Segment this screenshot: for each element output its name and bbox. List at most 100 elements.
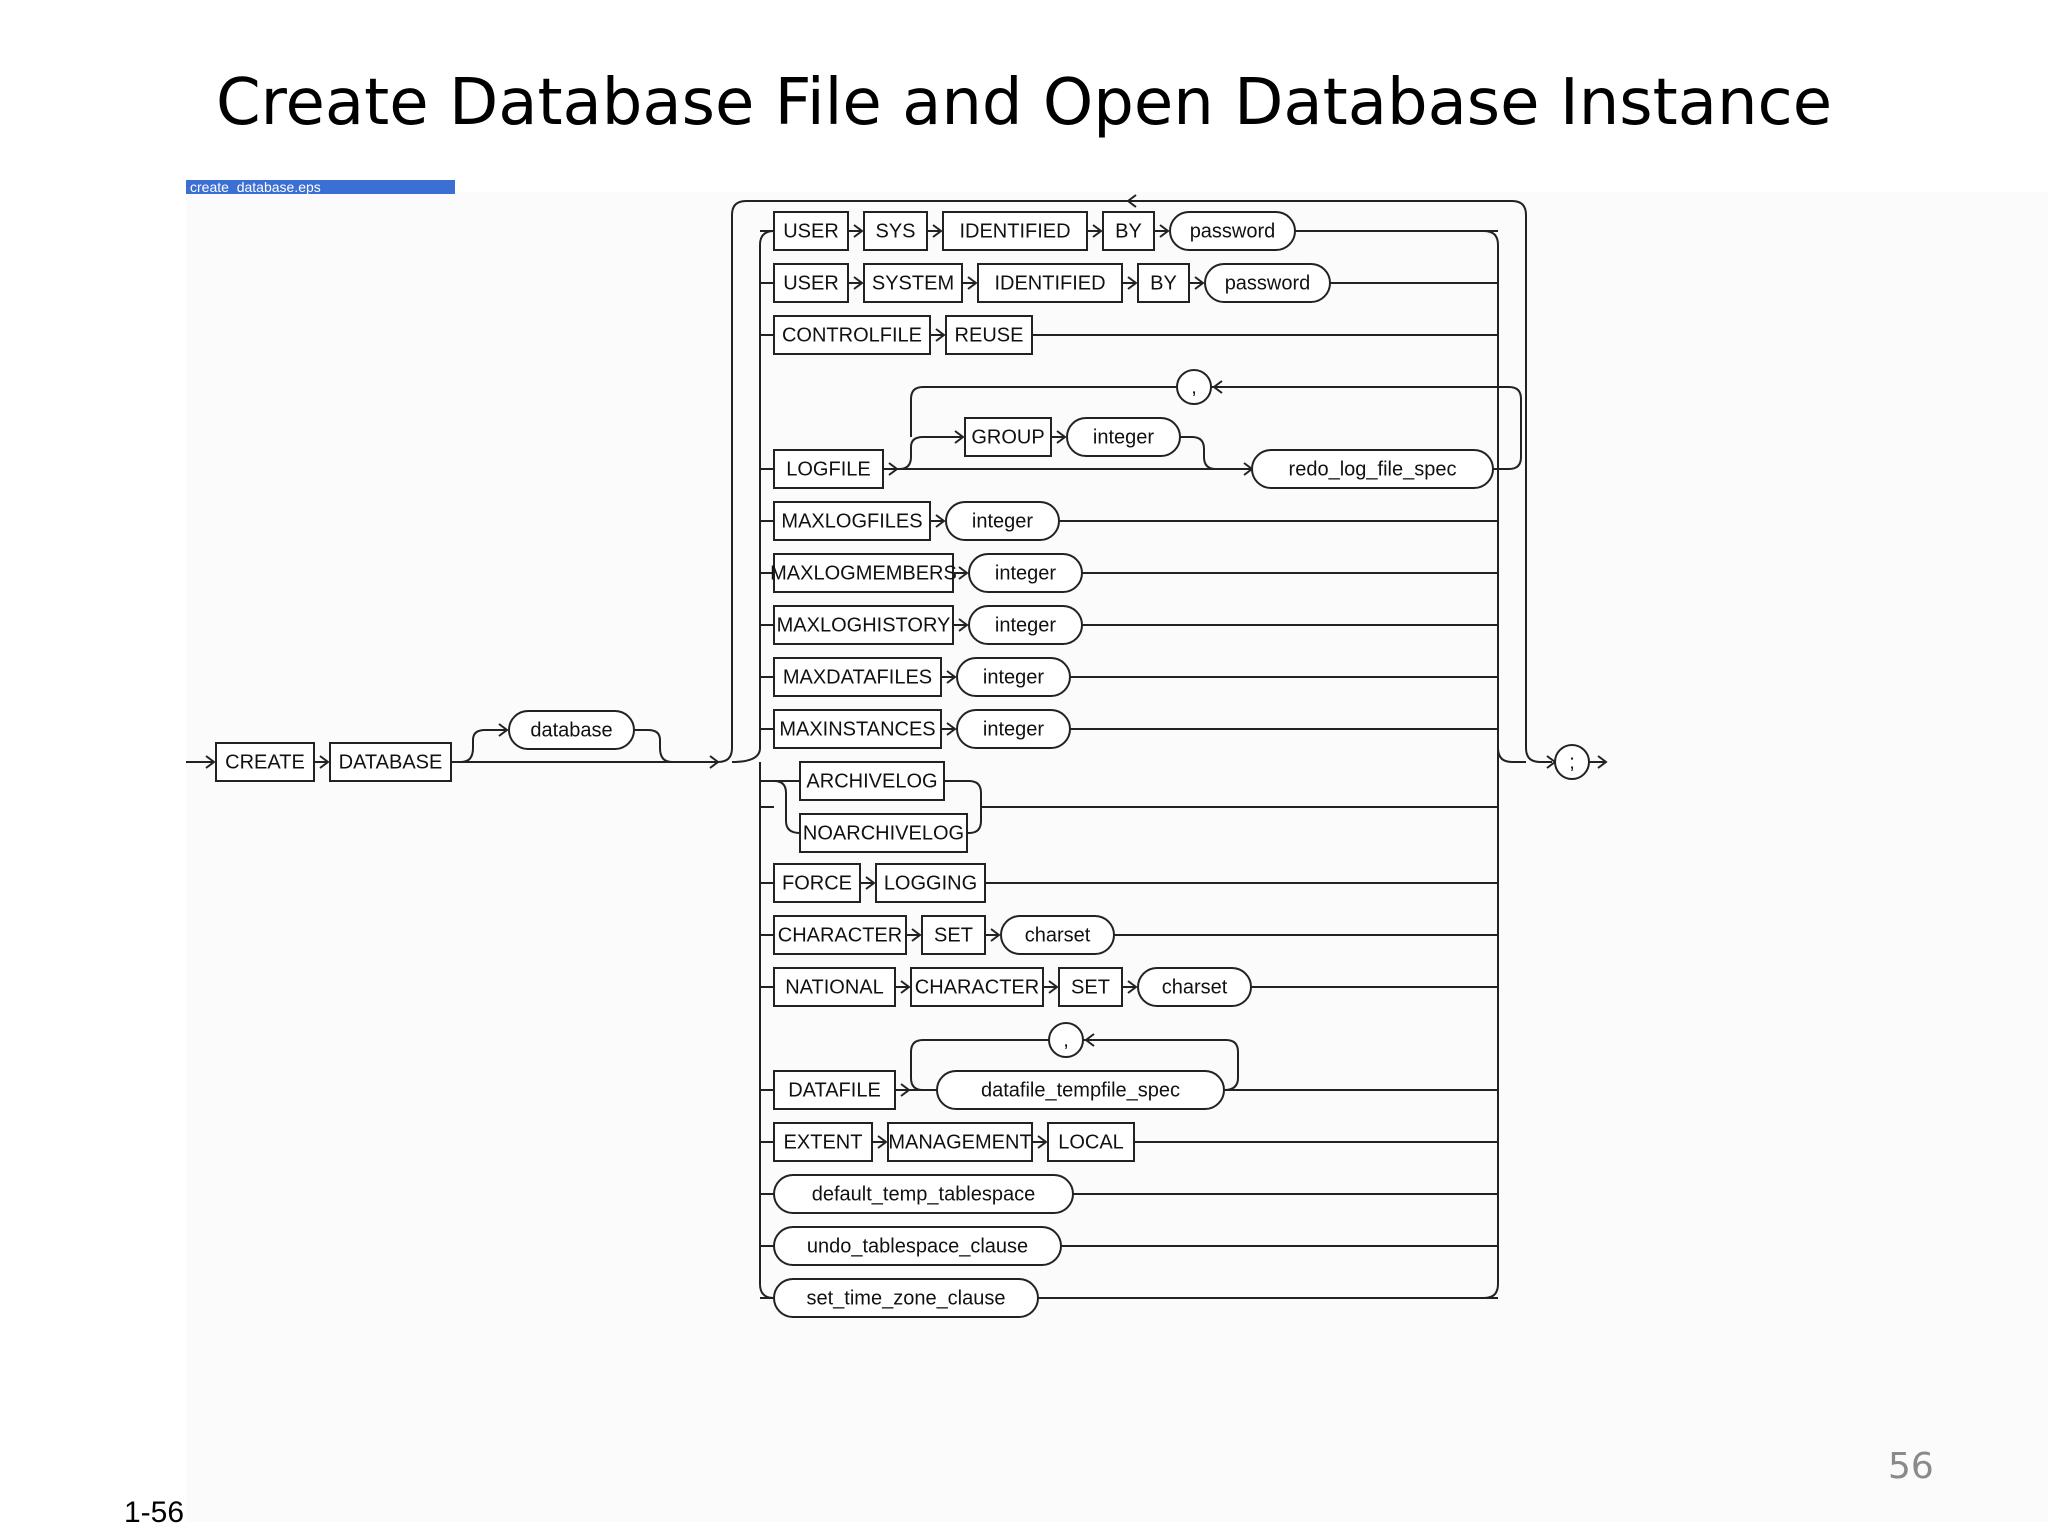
box-label: database [530, 719, 612, 741]
arrow-right-icon [935, 328, 946, 342]
slide-label: 1-56 [124, 1496, 185, 1529]
box-label: NOARCHIVELOG [803, 822, 964, 844]
box-label: CREATE [225, 751, 305, 773]
rail-line [898, 436, 963, 470]
parameter-set-time-zone-clause: set_time_zone_clause [773, 1278, 1039, 1318]
arrow-right-icon [865, 876, 876, 890]
keyword-maxlogfiles: MAXLOGFILES [773, 501, 931, 541]
keyword-character: CHARACTER [773, 915, 907, 955]
box-label: SYS [875, 220, 915, 242]
arrow-right-icon [932, 224, 943, 238]
diagram-panel [186, 192, 2048, 1522]
parameter-integer: integer [1066, 417, 1181, 457]
box-label: charset [1025, 924, 1091, 946]
keyword-datafile: DATAFILE [773, 1070, 896, 1110]
rail-line [1211, 386, 1522, 470]
box-label: MANAGEMENT [888, 1131, 1031, 1153]
arrow-right-icon [900, 980, 911, 994]
keyword-identified: IDENTIFIED [942, 211, 1088, 251]
box-label: CONTROLFILE [782, 324, 922, 346]
box-label: MAXLOGFILES [781, 510, 922, 532]
box-label: GROUP [971, 426, 1044, 448]
rail-line [910, 1039, 1049, 1091]
box-label: MAXLOGHISTORY [777, 614, 951, 636]
keyword-maxloghistory: MAXLOGHISTORY [773, 605, 954, 645]
keyword-maxinstances: MAXINSTANCES [773, 709, 942, 749]
keyword-maxlogmembers: MAXLOGMEMBERS [770, 553, 957, 593]
arrow-right-icon [877, 1135, 888, 1149]
arrow-right-icon [1056, 430, 1067, 444]
keyword-logging: LOGGING [875, 863, 986, 903]
parameter-integer: integer [956, 709, 1071, 749]
parameter-integer: integer [968, 605, 1083, 645]
left-rail [759, 762, 775, 1299]
left-rail [731, 230, 775, 763]
page-number: 56 [1888, 1446, 1934, 1487]
parameter-datafile-tempfile-spec: datafile_tempfile_spec [936, 1070, 1225, 1110]
keyword-controlfile: CONTROLFILE [773, 315, 931, 355]
keyword-maxdatafiles: MAXDATAFILES [773, 657, 942, 697]
rail-line [773, 780, 801, 834]
arrow-left-icon [1084, 1033, 1095, 1047]
keyword-reuse: REUSE [945, 315, 1033, 355]
keyword-set: SET [921, 915, 986, 955]
box-label: SET [1071, 976, 1110, 998]
right-rail [1483, 230, 1499, 1299]
box-label: MAXDATAFILES [783, 666, 932, 688]
box-label: FORCE [782, 872, 852, 894]
keyword-by: BY [1137, 263, 1190, 303]
box-label: integer [995, 614, 1056, 636]
box-label: LOGGING [884, 872, 977, 894]
arrow-right-icon [319, 755, 330, 769]
keyword-sys: SYS [863, 211, 928, 251]
keyword-system: SYSTEM [863, 263, 963, 303]
parameter-charset: charset [1137, 967, 1252, 1007]
keyword-user: USER [773, 263, 849, 303]
arrow-right-icon [205, 755, 216, 769]
arrow-right-icon [1597, 755, 1608, 769]
arrow-right-icon [911, 928, 922, 942]
arrow-right-icon [946, 722, 957, 736]
box-label: ARCHIVELOG [806, 770, 937, 792]
parameter-integer: integer [968, 553, 1083, 593]
box-label: DATABASE [339, 751, 443, 773]
keyword-force: FORCE [773, 863, 861, 903]
keyword-extent: EXTENT [773, 1122, 873, 1162]
keyword-create: CREATE [215, 742, 315, 782]
box-label: SYSTEM [872, 272, 954, 294]
arrow-right-icon [853, 276, 864, 290]
box-label: MAXLOGMEMBERS [770, 562, 957, 584]
rail-line [460, 729, 507, 763]
box-label: BY [1150, 272, 1177, 294]
statement-terminator: ; [1554, 744, 1590, 780]
arrow-right-icon [1127, 980, 1138, 994]
box-label: LOCAL [1058, 1131, 1124, 1153]
arrow-right-icon [946, 670, 957, 684]
parameter-integer: integer [956, 657, 1071, 697]
box-label: integer [983, 666, 1044, 688]
arrow-right-icon [967, 276, 978, 290]
box-label: charset [1162, 976, 1228, 998]
rail-line [910, 386, 1177, 437]
symbol-label: , [1191, 376, 1197, 398]
box-label: CHARACTER [915, 976, 1039, 998]
box-label: LOGFILE [786, 458, 870, 480]
figure-header-strip: create_database.eps [186, 180, 455, 194]
box-label: datafile_tempfile_spec [981, 1079, 1180, 1101]
keyword-user: USER [773, 211, 849, 251]
parameter-charset: charset [1000, 915, 1115, 955]
keyword-national: NATIONAL [773, 967, 896, 1007]
parameter-database: database [508, 710, 635, 750]
box-label: undo_tablespace_clause [807, 1235, 1028, 1257]
box-label: default_temp_tablespace [812, 1183, 1036, 1205]
keyword-local: LOCAL [1047, 1122, 1135, 1162]
arrow-left-icon [1212, 380, 1223, 394]
box-label: USER [783, 272, 839, 294]
box-label: IDENTIFIED [959, 220, 1070, 242]
keyword-by: BY [1102, 211, 1155, 251]
slide-title: Create Database File and Open Database I… [215, 66, 1833, 140]
arrow-right-icon [935, 514, 946, 528]
rail-line [1180, 436, 1217, 470]
box-label: password [1225, 272, 1311, 294]
